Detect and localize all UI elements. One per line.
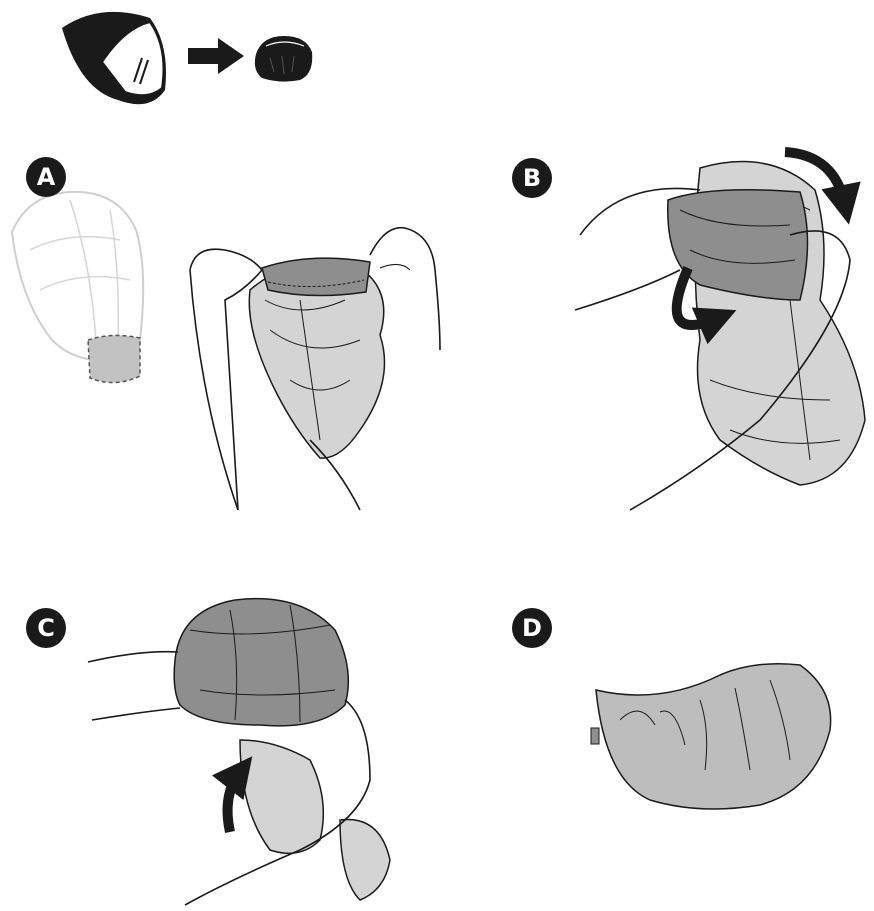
curved-arrow-icon <box>228 772 240 832</box>
hands-stretching-cover <box>190 228 440 510</box>
step-badge-b: B <box>512 158 552 198</box>
step-badge-a: A <box>26 157 66 197</box>
arrow-right-icon <box>188 38 244 74</box>
step-a-illustration <box>12 192 440 510</box>
step-d-illustration <box>591 664 831 809</box>
packed-cover-icon <box>255 36 312 82</box>
step-badge-d: D <box>512 608 552 648</box>
ghost-helmet-illustration <box>12 192 143 383</box>
step-c-illustration <box>88 599 390 905</box>
helmet-icon <box>62 12 166 104</box>
header-summary <box>62 12 312 104</box>
step-badge-c: C <box>26 608 66 648</box>
helmet-being-wrapped <box>575 162 865 510</box>
step-b-illustration <box>575 152 865 510</box>
